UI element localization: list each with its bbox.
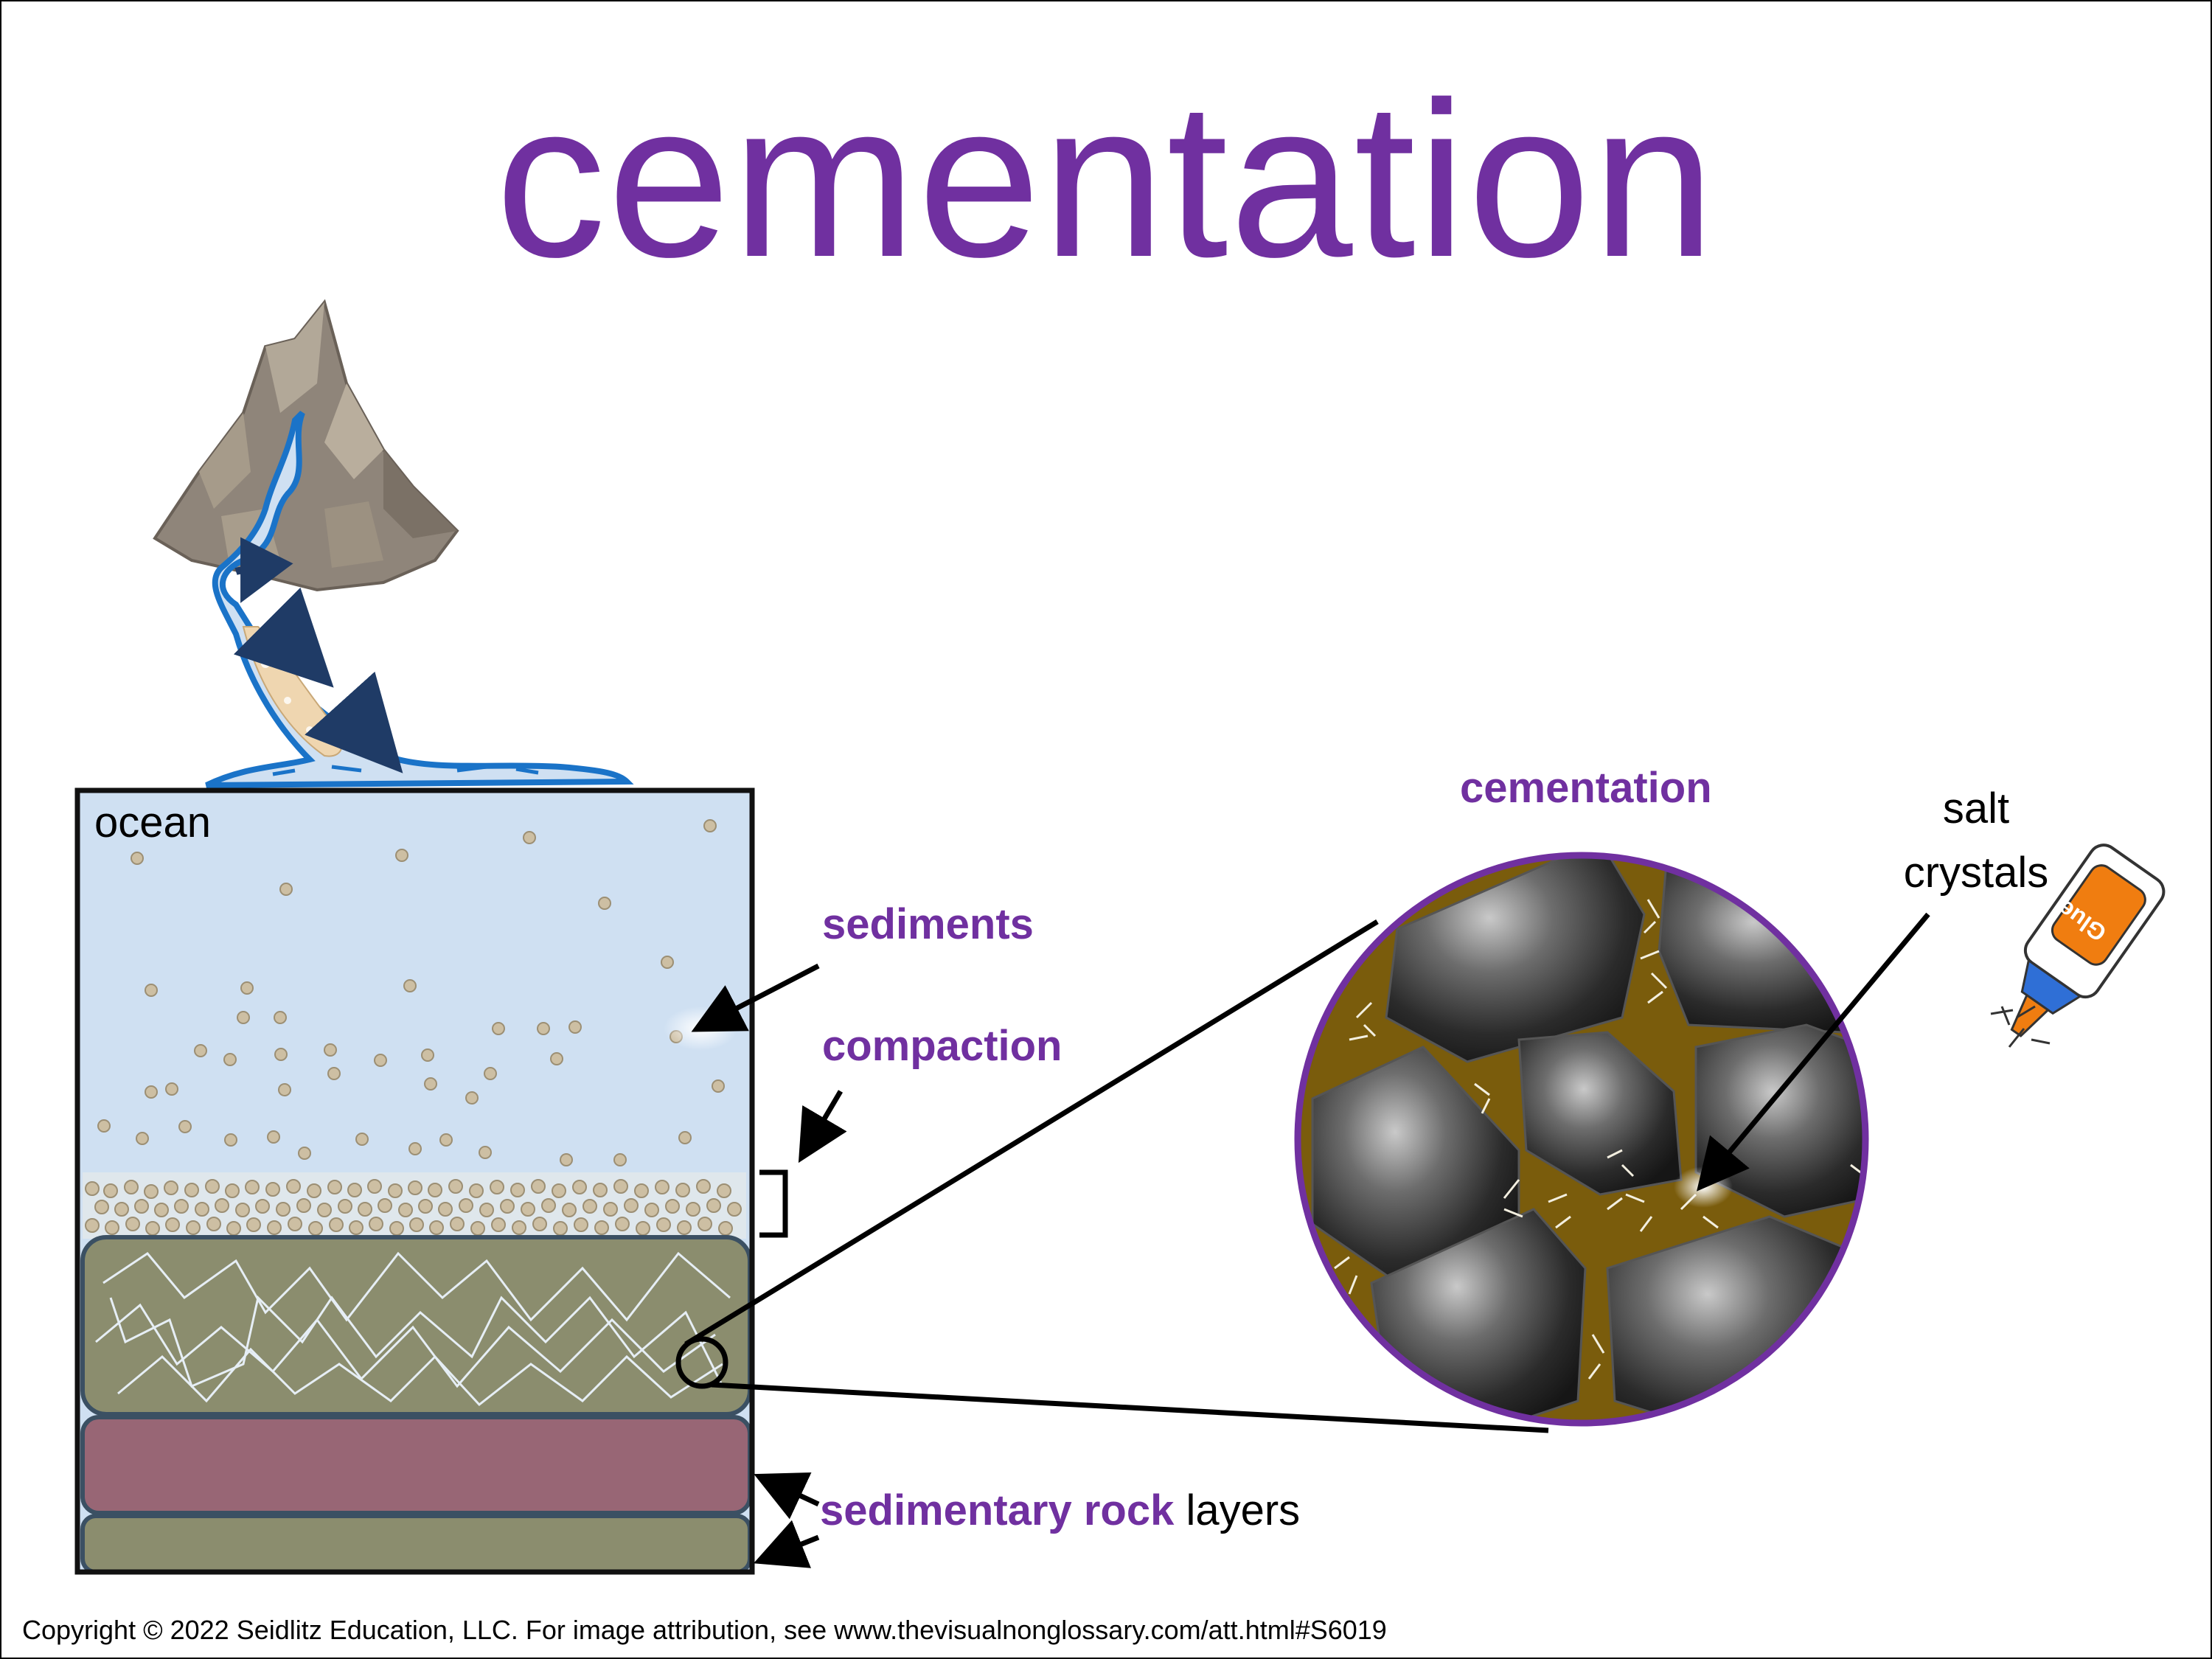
glue-bottle-icon [2010, 844, 2166, 1037]
sedimentary-rock-text: sedimentary rock [820, 1486, 1175, 1534]
zoom-circle-border [1294, 852, 1869, 1427]
river-illustration [205, 411, 634, 788]
bottom-layer [80, 1514, 752, 1574]
sediments-arrow [691, 963, 820, 1032]
copyright-footer: Copyright © 2022 Seidlitz Education, LLC… [22, 1615, 1387, 1645]
cemented-layer [80, 1235, 752, 1416]
page-title: cementation [495, 55, 1717, 303]
layer-arrow-top [754, 1472, 820, 1520]
ocean-label: ocean [94, 799, 212, 846]
compaction-label: compaction [822, 1022, 1062, 1070]
cementation-label: cementation [1460, 764, 1712, 812]
compacted-sediments [85, 1179, 742, 1236]
sedimentary-rock-layers-label: sedimentary rock layers [820, 1486, 1300, 1535]
zoom-view [1294, 852, 1869, 1427]
sediment-particles [97, 819, 725, 1166]
glue-crystals [1990, 1005, 2051, 1048]
magnify-circle [675, 1336, 728, 1389]
sediments-label: sediments [822, 900, 1034, 948]
zoom-line-bottom [711, 1382, 1549, 1433]
rock-layers [80, 1235, 752, 1574]
salt-label: salt [1942, 785, 2010, 832]
mountain-illustration [153, 299, 459, 592]
mauve-layer [80, 1415, 752, 1515]
zoom-line-top [684, 919, 1379, 1346]
compaction-arrow [798, 1090, 847, 1164]
crystals-label: crystals [1903, 849, 2049, 897]
ocean-box-outline [74, 787, 755, 1575]
layers-text: layers [1186, 1486, 1301, 1534]
label-arrows [691, 912, 1930, 1568]
salt-crystals-arrow [1697, 912, 1930, 1192]
compaction-bracket [759, 1169, 788, 1238]
layer-arrow-bottom [754, 1520, 820, 1568]
